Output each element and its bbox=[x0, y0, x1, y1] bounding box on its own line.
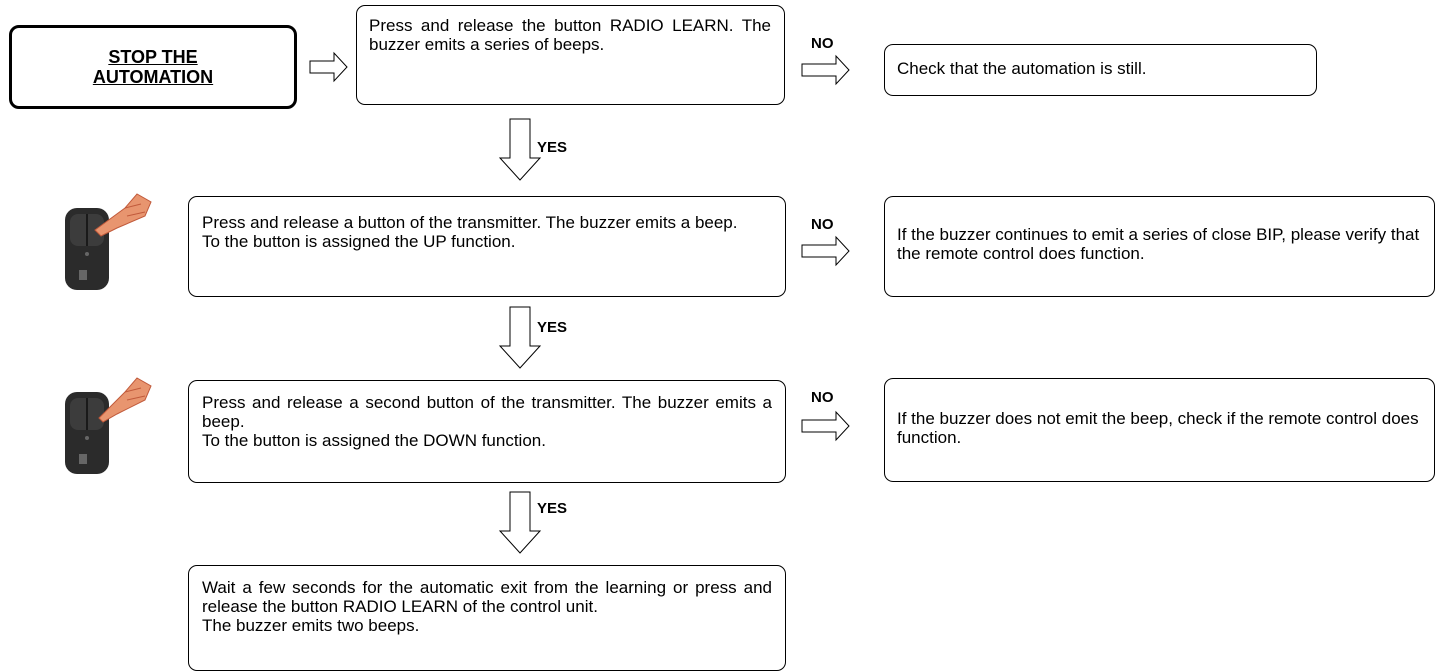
right-arrow-icon bbox=[309, 51, 348, 83]
stop-automation-title: STOP THE AUTOMATION bbox=[63, 47, 243, 87]
no-label: NO bbox=[811, 216, 834, 233]
step-3-text-line2: To the button is assigned the DOWN funct… bbox=[202, 431, 546, 450]
stop-title-line1: STOP THE bbox=[108, 47, 198, 67]
no-result-3-text: If the buzzer does not emit the beep, ch… bbox=[897, 409, 1419, 447]
step-2-text-line2: To the button is assigned the UP functio… bbox=[202, 232, 516, 251]
down-arrow-icon bbox=[498, 118, 542, 181]
stop-title-line2: AUTOMATION bbox=[92, 67, 214, 87]
step-transmitter-down-box: Press and release a second button of the… bbox=[188, 380, 786, 483]
step-3-text-line1: Press and release a second button of the… bbox=[202, 393, 772, 431]
yes-label: YES bbox=[537, 500, 568, 517]
no-result-box: If the buzzer does not emit the beep, ch… bbox=[884, 378, 1435, 482]
no-result-2-text: If the buzzer continues to emit a series… bbox=[897, 225, 1420, 263]
down-arrow-icon bbox=[498, 306, 542, 369]
remote-transmitter-with-hand-icon bbox=[65, 377, 152, 474]
yes-label: YES bbox=[537, 319, 568, 336]
step-4-text-line1: Wait a few seconds for the automatic exi… bbox=[202, 578, 772, 616]
no-result-box: If the buzzer continues to emit a series… bbox=[884, 196, 1435, 297]
right-arrow-icon bbox=[801, 54, 850, 86]
remote-transmitter-with-hand-icon bbox=[65, 193, 152, 290]
step-radio-learn-box: Press and release the button RADIO LEARN… bbox=[356, 5, 785, 105]
no-result-box: Check that the automation is still. bbox=[884, 44, 1317, 96]
right-arrow-icon bbox=[801, 410, 850, 442]
step-4-text-line2: The buzzer emits two beeps. bbox=[202, 616, 420, 635]
down-arrow-icon bbox=[498, 491, 542, 554]
step-1-text: Press and release the button RADIO LEARN… bbox=[369, 16, 771, 54]
no-label: NO bbox=[811, 35, 834, 52]
stop-automation-box: STOP THE AUTOMATION bbox=[9, 25, 297, 109]
yes-label: YES bbox=[537, 139, 568, 156]
step-transmitter-up-box: Press and release a button of the transm… bbox=[188, 196, 786, 297]
no-result-1-text: Check that the automation is still. bbox=[897, 59, 1147, 78]
no-label: NO bbox=[811, 389, 834, 406]
step-wait-exit-box: Wait a few seconds for the automatic exi… bbox=[188, 565, 786, 671]
right-arrow-icon bbox=[801, 235, 850, 267]
step-2-text-line1: Press and release a button of the transm… bbox=[202, 213, 738, 232]
